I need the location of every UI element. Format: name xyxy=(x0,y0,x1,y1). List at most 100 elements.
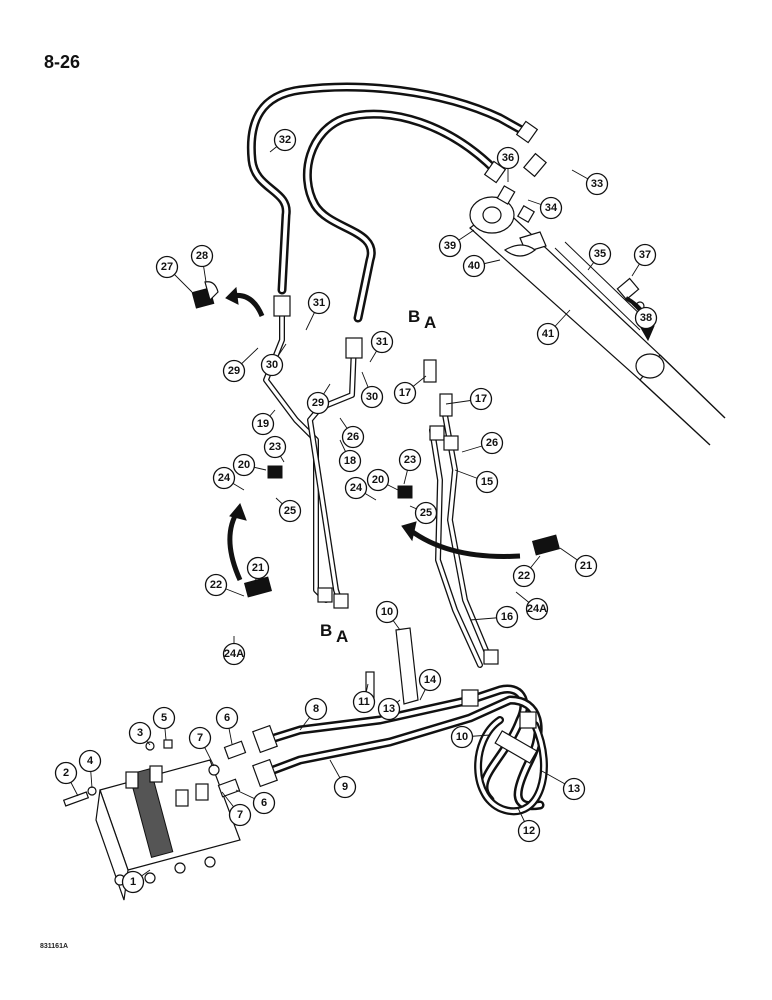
port-letter-a: A xyxy=(424,313,436,332)
callout-label: 7 xyxy=(197,732,203,744)
hose-fittings xyxy=(252,689,538,788)
callout-4: 4 xyxy=(78,749,102,789)
callout-label: 39 xyxy=(444,240,456,252)
callout-35: 35 xyxy=(587,242,612,271)
callout-label: 6 xyxy=(224,712,230,724)
callout-circle xyxy=(495,605,519,629)
callout-circle xyxy=(450,725,474,749)
callout-5: 5 xyxy=(152,706,176,741)
callout-circle xyxy=(307,291,331,315)
callout-circle xyxy=(278,499,302,523)
callout-30: 30 xyxy=(360,371,384,409)
callout-11: 11 xyxy=(352,683,376,714)
callout-circle xyxy=(232,453,256,477)
callout-circle xyxy=(525,597,549,621)
callout-39: 39 xyxy=(438,229,475,258)
callout-label: 1 xyxy=(130,876,136,888)
hose-32-outer xyxy=(246,82,530,295)
callout-23: 23 xyxy=(398,448,422,485)
callout-23: 23 xyxy=(263,435,287,463)
callout-circle xyxy=(585,172,609,196)
callout-label: 17 xyxy=(475,393,487,405)
callout-circle xyxy=(338,449,362,473)
callout-label: 17 xyxy=(399,387,411,399)
callout-label: 5 xyxy=(161,712,167,724)
callout-circle xyxy=(588,242,612,266)
callout-circle xyxy=(204,573,228,597)
callout-label: 22 xyxy=(210,579,222,591)
callout-label: 30 xyxy=(366,391,378,403)
callout-22: 22 xyxy=(512,555,541,588)
callout-3: 3 xyxy=(128,721,152,746)
callout-label: 30 xyxy=(266,359,278,371)
callout-1: 1 xyxy=(121,869,151,894)
callout-circle xyxy=(273,128,297,152)
bracket-10 xyxy=(365,627,419,705)
callout-38: 38 xyxy=(631,303,658,330)
callout-7: 7 xyxy=(188,726,215,767)
callout-label: 2 xyxy=(63,767,69,779)
callout-33: 33 xyxy=(571,169,609,196)
callout-circle xyxy=(475,470,499,494)
callout-circle xyxy=(480,431,504,455)
callout-13: 13 xyxy=(539,769,586,801)
callout-10: 10 xyxy=(375,600,401,631)
callout-32: 32 xyxy=(269,128,297,153)
callout-label: 34 xyxy=(545,202,558,214)
callout-circle xyxy=(370,330,394,354)
callout-31: 31 xyxy=(369,330,394,363)
callout-17: 17 xyxy=(393,375,427,405)
valve-small-parts xyxy=(62,739,247,807)
callout-label: 4 xyxy=(87,755,94,767)
callout-label: 41 xyxy=(542,328,554,340)
page-number: 8-26 xyxy=(44,52,81,72)
callout-label: 13 xyxy=(383,703,395,715)
callout-label: 7 xyxy=(237,809,243,821)
tube-18 xyxy=(307,342,357,605)
callout-40: 40 xyxy=(462,254,501,278)
callout-label: 6 xyxy=(261,797,267,809)
tube-19 xyxy=(263,297,329,603)
hose-32-inner xyxy=(302,109,500,323)
callout-label: 23 xyxy=(269,441,281,453)
callout-2: 2 xyxy=(54,761,79,797)
callout-24: 24 xyxy=(212,466,245,491)
callout-label: 8 xyxy=(313,703,319,715)
callout-circle xyxy=(574,554,598,578)
callout-label: 12 xyxy=(523,825,535,837)
callout-label: 11 xyxy=(358,696,370,708)
callout-label: 24A xyxy=(224,648,244,660)
hydraulic-cylinder xyxy=(469,196,726,446)
callout-label: 13 xyxy=(568,783,580,795)
callout-circle xyxy=(414,501,438,525)
callout-circle xyxy=(366,468,390,492)
figure-code: 831161A xyxy=(40,943,69,950)
callout-circle xyxy=(188,726,212,750)
clamps xyxy=(191,281,561,598)
callout-label: 14 xyxy=(424,674,437,686)
callout-18: 18 xyxy=(338,439,362,473)
callout-label: 9 xyxy=(342,781,348,793)
callout-24A: 24A xyxy=(222,636,246,666)
callout-label: 33 xyxy=(591,178,603,190)
callout-26: 26 xyxy=(339,417,365,449)
callout-circle xyxy=(190,244,214,268)
callout-circle xyxy=(121,870,145,894)
callout-label: 40 xyxy=(468,260,480,272)
callout-30: 30 xyxy=(260,343,287,377)
callout-label: 37 xyxy=(639,249,651,261)
callout-28: 28 xyxy=(190,244,214,283)
callout-31: 31 xyxy=(305,291,331,331)
callout-36: 36 xyxy=(496,146,520,182)
callout-27: 27 xyxy=(155,255,193,293)
callout-label: 15 xyxy=(481,476,493,488)
curved-arrow-icon xyxy=(401,521,521,559)
fittings-cylinder xyxy=(483,120,645,311)
callout-20: 20 xyxy=(366,468,399,492)
callout-17: 17 xyxy=(445,387,493,411)
callout-label: 20 xyxy=(238,459,250,471)
callout-label: 38 xyxy=(640,312,652,324)
callout-circle xyxy=(341,425,365,449)
